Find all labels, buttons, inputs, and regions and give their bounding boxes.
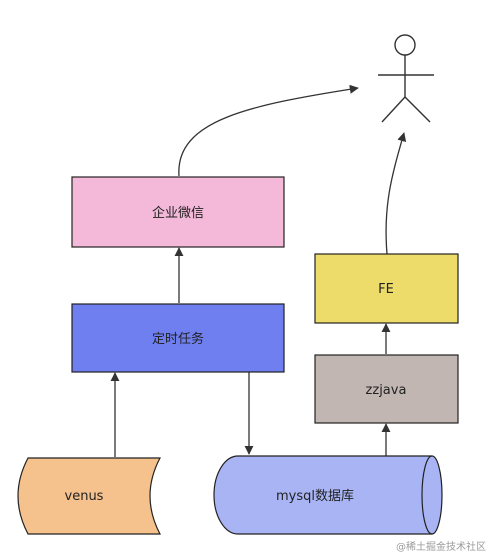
arrow-wecom-to-user (178, 84, 359, 177)
watermark-text: @稀土掘金技术社区 (396, 540, 486, 553)
node-zzjava[interactable]: zzjava (314, 354, 459, 424)
node-fe[interactable]: FE (314, 253, 459, 324)
node-venus-label: venus (65, 489, 104, 504)
node-wecom-label: 企业微信 (152, 205, 204, 221)
node-mysql-label: mysql数据库 (276, 488, 354, 504)
node-venus-storage[interactable]: venus (17, 457, 161, 535)
user-stick-figure-icon (378, 34, 434, 123)
node-mysql-database[interactable]: mysql数据库 (213, 455, 443, 535)
node-cron-task-label: 定时任务 (152, 331, 204, 347)
node-wecom[interactable]: 企业微信 (71, 176, 285, 248)
node-zzjava-label: zzjava (366, 383, 407, 398)
node-fe-label: FE (378, 282, 394, 297)
node-cron-task[interactable]: 定时任务 (71, 303, 285, 373)
arrow-fe-to-user (385, 132, 407, 255)
